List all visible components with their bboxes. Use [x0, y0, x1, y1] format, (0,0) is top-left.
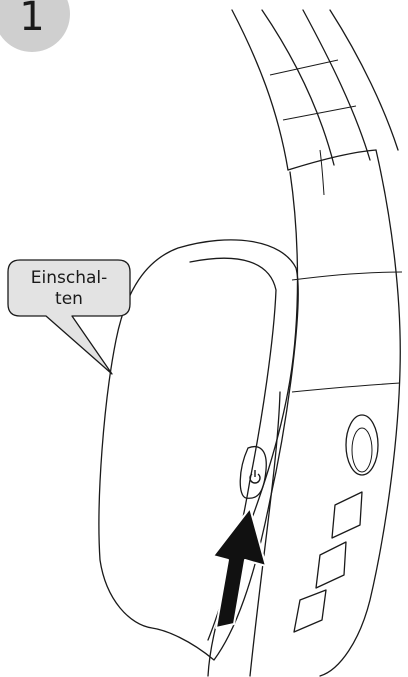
control-buttons: [294, 415, 378, 632]
callout-bubble: Einschal- ten: [8, 260, 130, 374]
step-number: 1: [19, 0, 44, 40]
headband: [232, 10, 398, 195]
step-badge: 1: [0, 0, 70, 52]
rect-button-2: [316, 542, 346, 588]
rect-button-3: [294, 590, 326, 632]
round-button: [346, 415, 378, 475]
callout-line-1: Einschal-: [31, 268, 108, 288]
power-switch: [240, 447, 266, 499]
rect-button-1: [332, 492, 362, 538]
callout-line-2: ten: [55, 289, 83, 309]
